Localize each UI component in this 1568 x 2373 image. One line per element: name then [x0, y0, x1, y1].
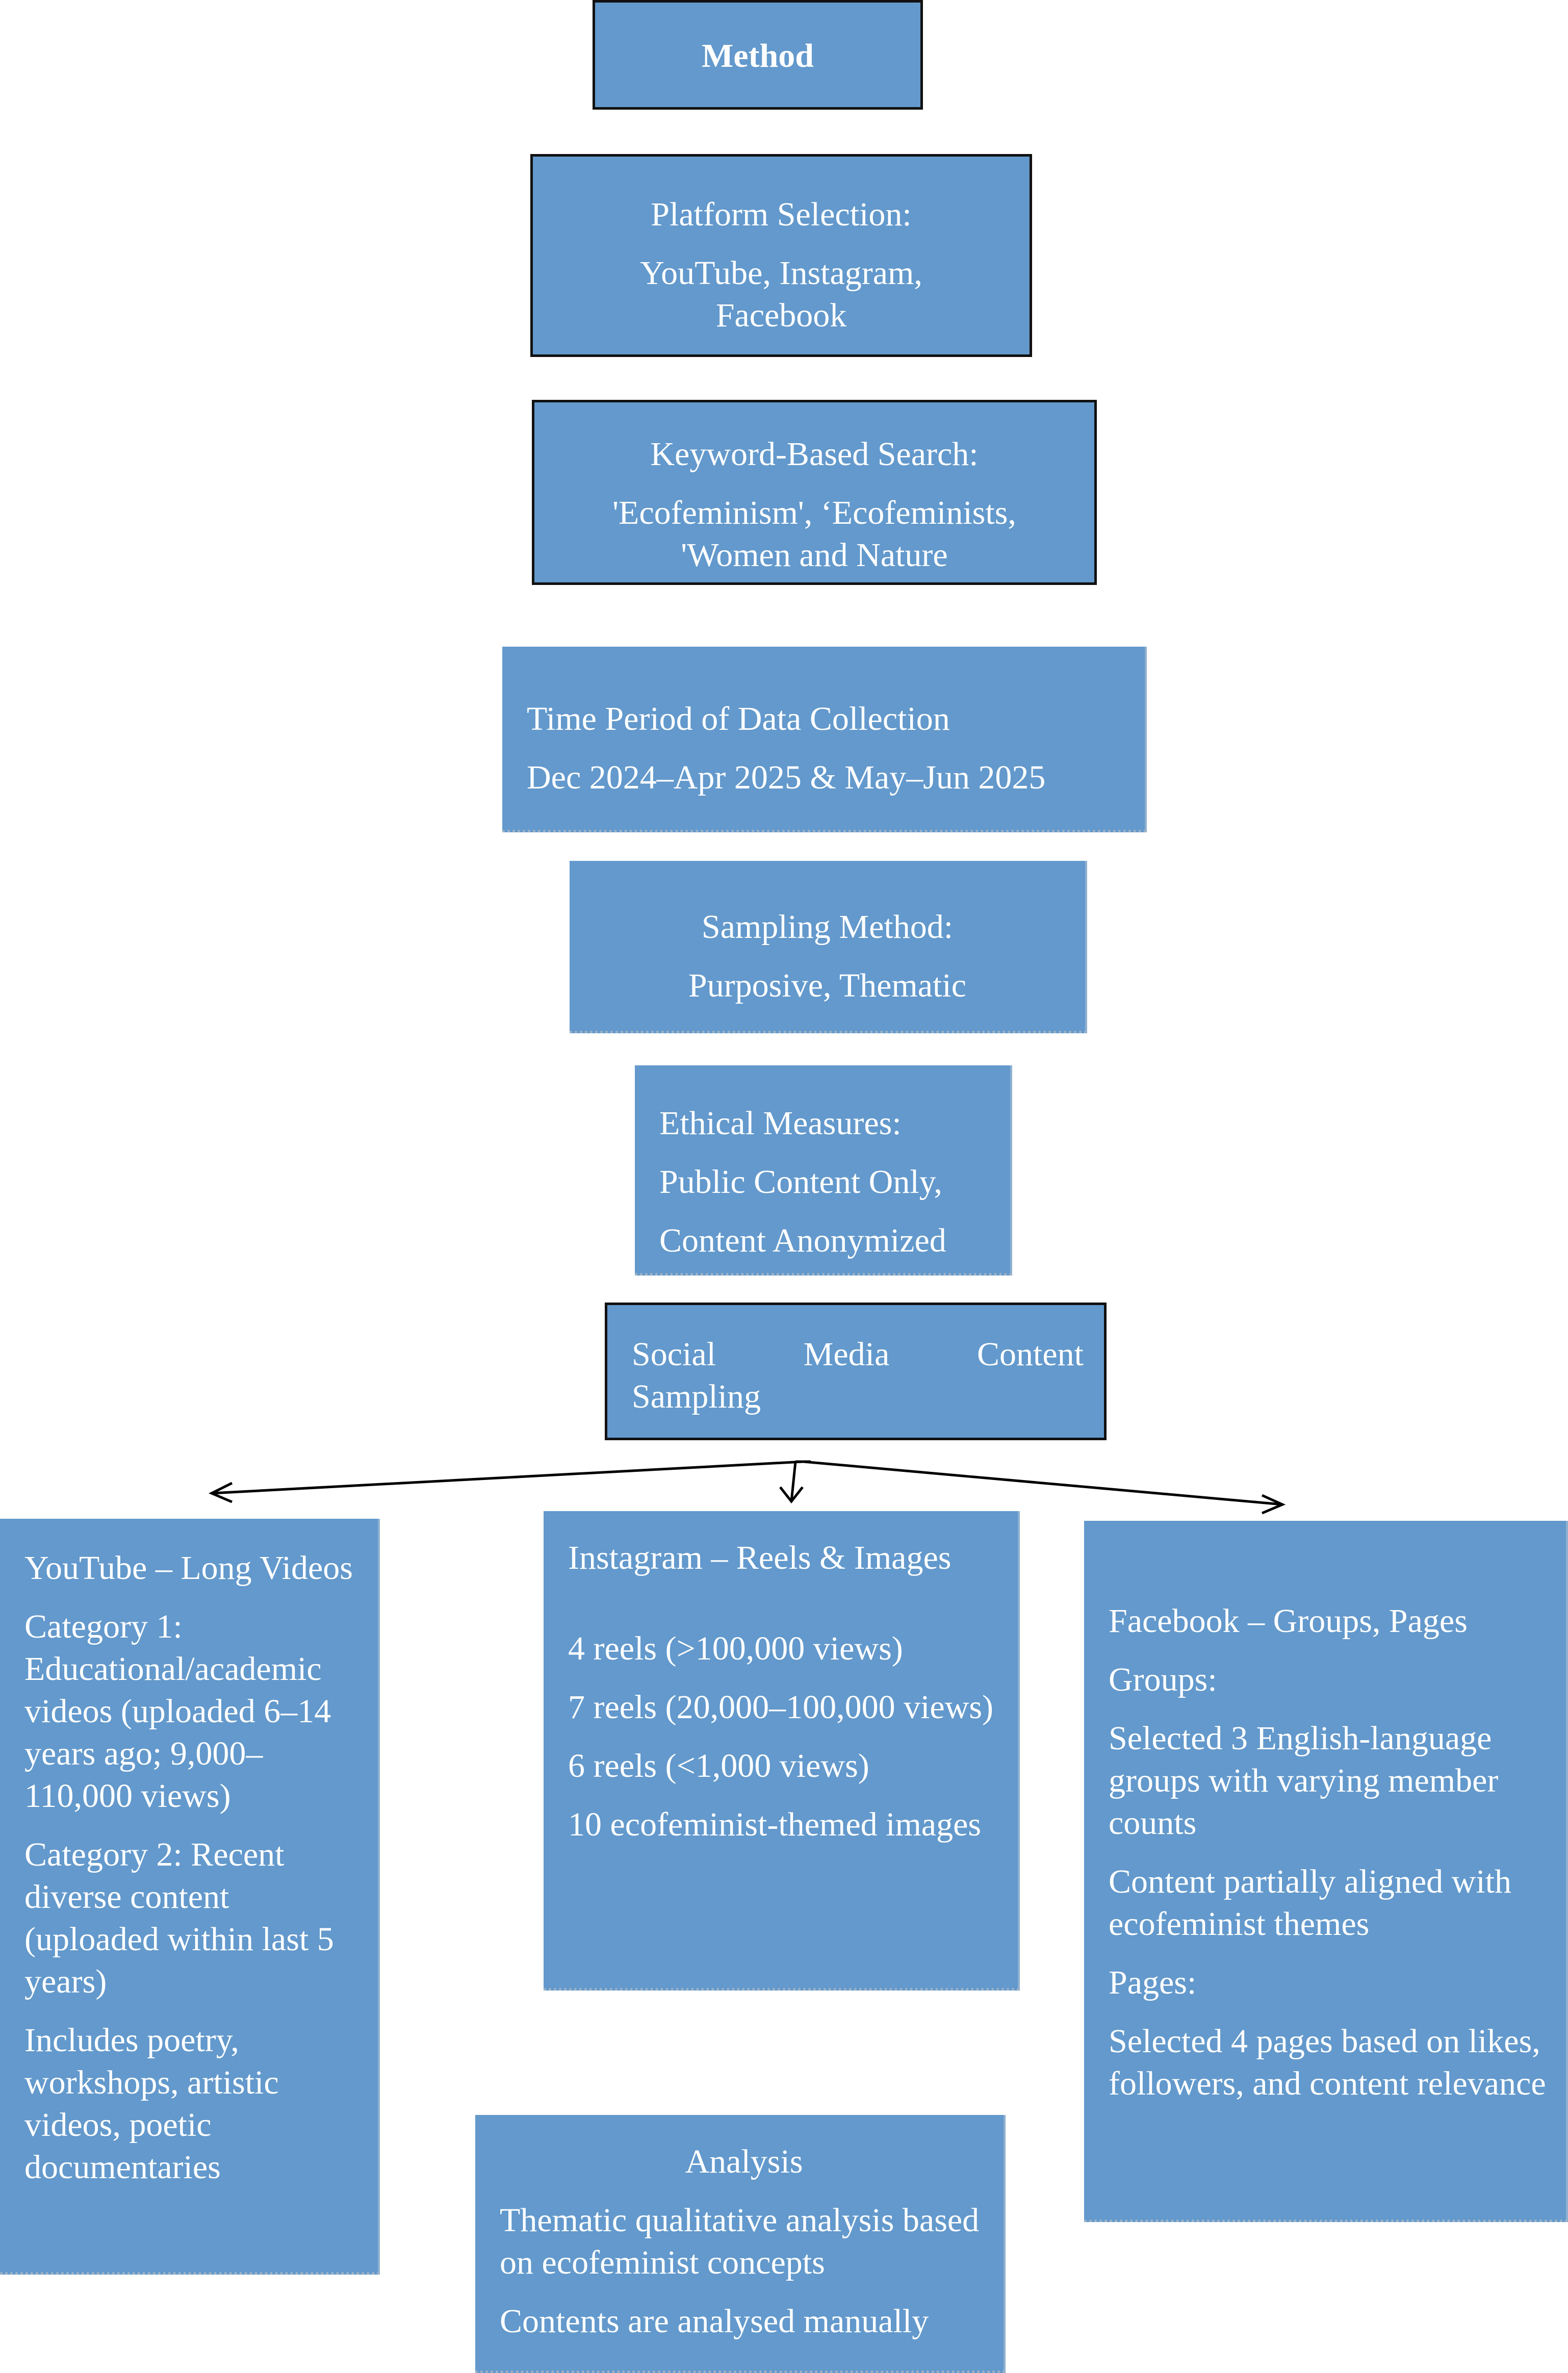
arrow-to-facebook	[803, 1460, 1283, 1506]
facebook-pages-label: Pages:	[1109, 1964, 1197, 2001]
analysis-line-2: Contents are analysed manually	[500, 2303, 929, 2340]
keyword-heading: Keyword-Based Search:	[650, 436, 979, 473]
time-heading: Time Period of Data Collection	[527, 700, 950, 737]
facebook-box: Facebook – Groups, Pages Groups: Selecte…	[1084, 1521, 1568, 2222]
social-word-1: Social	[632, 1336, 716, 1373]
instagram-box: Instagram – Reels & Images 4 reels (>100…	[544, 1511, 1020, 1991]
arrowhead-youtube	[209, 1482, 233, 1503]
social-word-3: Content	[976, 1336, 1084, 1373]
method-title: Method	[702, 37, 814, 74]
youtube-paragraph-1: Category 1: Educational/academic videos …	[24, 1608, 331, 1815]
arrowhead-instagram	[779, 1486, 804, 1504]
keyword-line-2: 'Women and Nature	[681, 537, 948, 574]
social-media-sampling-box: Social Media Content Sampling	[605, 1303, 1107, 1440]
sampling-value: Purposive, Thematic	[688, 967, 966, 1004]
social-line-1: Social Media Content	[632, 1333, 1084, 1375]
instagram-item-1: 4 reels (>100,000 views)	[568, 1630, 903, 1667]
platform-line-2: Facebook	[715, 297, 847, 334]
keyword-search-box: Keyword-Based Search: 'Ecofeminism', ‘Ec…	[532, 400, 1097, 585]
facebook-pages-item-1: Selected 4 pages based on likes, followe…	[1109, 2023, 1546, 2102]
keyword-line-1: 'Ecofeminism', ‘Ecofeminists,	[612, 494, 1016, 531]
sampling-method-box: Sampling Method: Purposive, Thematic	[570, 861, 1087, 1033]
arrow-to-instagram	[790, 1461, 797, 1502]
arrowhead-facebook	[1261, 1494, 1286, 1515]
facebook-heading: Facebook – Groups, Pages	[1109, 1602, 1468, 1640]
ethics-line-1: Public Content Only,	[659, 1163, 942, 1201]
youtube-paragraph-3: Includes poetry, workshops, artistic vid…	[24, 2022, 279, 2186]
facebook-groups-label: Groups:	[1109, 1661, 1217, 1698]
facebook-groups-item-2: Content partially aligned with ecofemini…	[1109, 1863, 1512, 1943]
youtube-heading: YouTube – Long Videos	[24, 1549, 353, 1587]
time-value: Dec 2024–Apr 2025 & May–Jun 2025	[527, 759, 1046, 796]
ethics-heading: Ethical Measures:	[659, 1105, 902, 1142]
analysis-heading: Analysis	[685, 2143, 803, 2180]
ethics-line-2: Content Anonymized	[659, 1222, 946, 1259]
method-box: Method	[593, 0, 923, 110]
sampling-heading: Sampling Method:	[701, 908, 954, 946]
youtube-paragraph-2: Category 2: Recent diverse content (uplo…	[24, 1836, 334, 2000]
instagram-item-2: 7 reels (20,000–100,000 views)	[568, 1689, 994, 1726]
social-line-2: Sampling	[632, 1378, 761, 1415]
facebook-groups-item-1: Selected 3 English-language groups with …	[1109, 1720, 1499, 1842]
arrow-to-youtube	[211, 1460, 804, 1495]
platform-line-1: YouTube, Instagram,	[640, 254, 922, 292]
instagram-item-4: 10 ecofeminist-themed images	[568, 1806, 982, 1843]
analysis-box: Analysis Thematic qualitative analysis b…	[475, 2115, 1006, 2373]
platform-selection-box: Platform Selection: YouTube, Instagram, …	[530, 154, 1032, 357]
platform-heading: Platform Selection:	[651, 196, 912, 233]
instagram-item-3: 6 reels (<1,000 views)	[568, 1747, 869, 1784]
time-period-box: Time Period of Data Collection Dec 2024–…	[502, 647, 1147, 832]
analysis-line-1: Thematic qualitative analysis based on e…	[500, 2202, 980, 2281]
social-word-2: Media	[803, 1336, 890, 1373]
instagram-heading: Instagram – Reels & Images	[568, 1539, 952, 1576]
youtube-box: YouTube – Long Videos Category 1: Educat…	[0, 1519, 380, 2275]
ethical-measures-box: Ethical Measures: Public Content Only, C…	[635, 1065, 1012, 1275]
